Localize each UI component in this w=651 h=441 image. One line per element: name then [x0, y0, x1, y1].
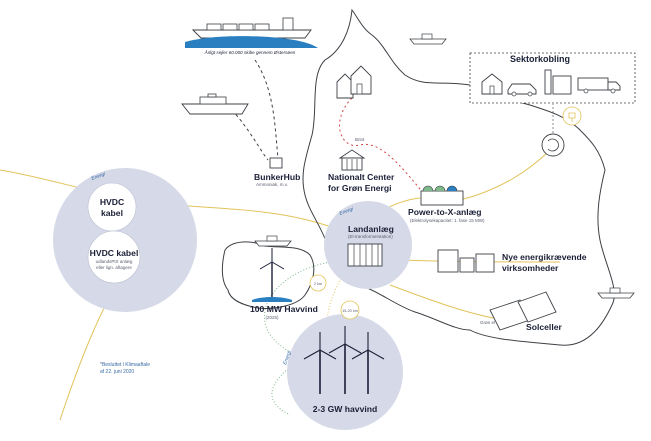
hvdc-kabel2-circle	[87, 230, 141, 284]
bunkerhub-title: BunkerHub	[254, 172, 300, 182]
national-center-line1: Nationalt Center	[328, 172, 395, 182]
nye-energi-line2: virksomheder	[502, 263, 559, 273]
houses-icon	[336, 65, 372, 99]
nye-energi-line1: Nye energikrævende	[502, 252, 587, 262]
dashed-ship-route-2	[254, 59, 279, 159]
dashed-ship-route-1	[231, 109, 269, 161]
bunkerhub-subtitle: Ammoniak, m.v.	[256, 182, 288, 187]
footnote-line1: *Besluttet i Klimaaftale	[100, 362, 150, 368]
small-boat-icon-west	[254, 235, 292, 247]
island-outline	[302, 8, 615, 346]
wind-turbine-icon-1	[303, 332, 337, 394]
ptx-plant-icon	[420, 185, 464, 206]
ship-caption: Årligt sejler 60.000 skibe gennem Østers…	[204, 49, 296, 55]
sektorkobling-title: Sektorkobling	[510, 54, 570, 64]
solceller-title: Solceller	[526, 322, 562, 332]
cable-line-yellow-offshore	[327, 269, 346, 341]
sector-recycle-icon	[541, 133, 565, 157]
landanlaeg-subtitle: (El-transformerstation)	[348, 234, 393, 239]
wind-turbine-icon-3	[351, 332, 385, 394]
distance-15-20km: 15-20 km	[342, 309, 358, 313]
ptx-title: Power-to-X-anlæg	[408, 207, 482, 217]
hvdc-kabel2-title: HVDC kabel	[90, 248, 139, 258]
hvdc-kabel2-subtitle2: eller lign. aftagere	[96, 265, 132, 270]
wind-turbine-icon-2	[328, 326, 362, 394]
national-center-icon	[338, 149, 366, 171]
energy-line-sector	[459, 149, 551, 201]
energi-label-left: Energi	[91, 171, 107, 182]
national-center-line2: for Grøn Energi	[328, 183, 392, 193]
energi-label-bottom: Energi	[282, 349, 293, 365]
havvind-100-title: 100 MW Havvind	[250, 304, 318, 314]
havvind-100-year: (2025)	[265, 315, 279, 320]
energy-line-solar	[389, 284, 506, 321]
small-boat-icon-north	[409, 33, 447, 45]
ptx-subtitle: (Elektrolysekapacitet: 1. fase 15 MW)	[410, 218, 485, 223]
house-icon	[481, 73, 503, 95]
plug-icon-circle	[562, 106, 582, 126]
hvdc-kabel-circle	[87, 182, 137, 232]
footnote-line2: af 22. juni 2020	[100, 369, 134, 375]
substation-icon	[347, 243, 383, 267]
solar-panels-icon	[489, 291, 557, 331]
ferry-ship-icon	[181, 93, 249, 115]
landanlaeg-title: Landanlæg	[348, 224, 394, 234]
bunkerhub-icon	[269, 157, 283, 169]
wind-turbine-icon-small	[259, 248, 285, 298]
sea-wave	[185, 36, 318, 48]
grøn-el-label: Grøn el	[480, 320, 495, 325]
hvdc-kabel2-subtitle1: udlandsPtX anlæg	[96, 259, 133, 264]
distance-circle-2	[340, 300, 360, 320]
small-boat-icon-east	[597, 287, 635, 299]
factory-icon	[544, 69, 572, 95]
car-icon	[507, 83, 537, 97]
hvdc-kabel-title2: kabel	[101, 208, 123, 218]
distance-circle-1	[309, 274, 327, 292]
cargo-ship-icon	[191, 17, 312, 39]
sea-wave-small	[252, 297, 292, 302]
heat-line-red	[339, 97, 426, 196]
plug-icon	[568, 112, 576, 122]
distance-2km: 2 km	[314, 282, 322, 286]
energi-label-middle: Energi	[339, 206, 355, 217]
truck-icon	[577, 77, 621, 94]
industry-buildings-icon	[437, 249, 495, 273]
brint-label: Brint	[355, 137, 365, 142]
havvind-23-title: 2-3 GW havvind	[313, 404, 377, 414]
hvdc-kabel-title1: HVDC	[100, 197, 124, 207]
cable-line-green	[264, 261, 331, 416]
